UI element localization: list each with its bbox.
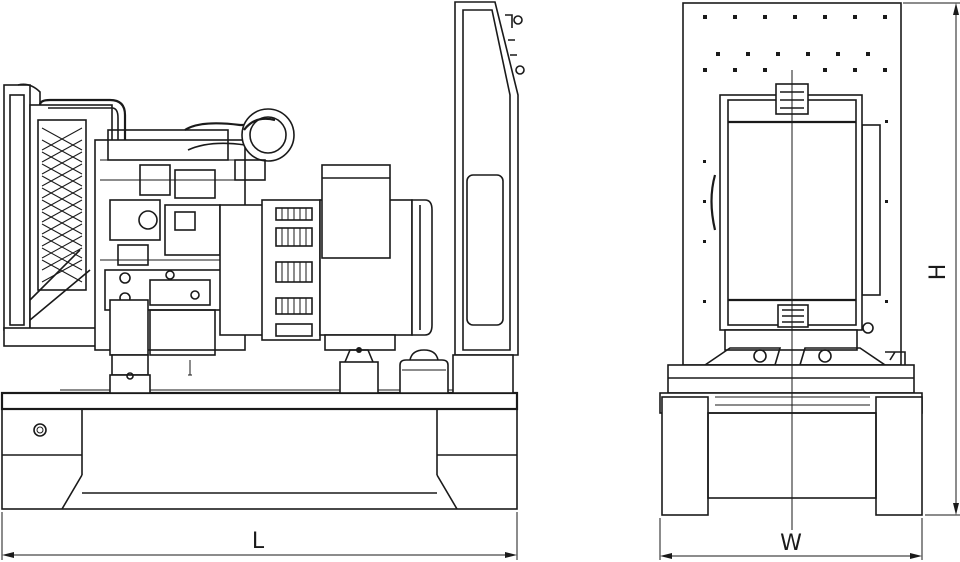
dimension-h-label: H <box>926 264 951 281</box>
dimension-h: H <box>903 2 960 516</box>
side-fuel-cap <box>399 349 449 394</box>
front-base-frame <box>659 364 923 516</box>
side-view: L <box>0 1 525 560</box>
dimension-l: L <box>1 512 518 560</box>
side-alternator <box>219 164 433 351</box>
side-control-panel <box>452 1 525 394</box>
side-coolant-pipe <box>38 98 127 150</box>
front-engine-mounts <box>702 329 906 366</box>
side-engine-mount <box>109 354 192 394</box>
front-radiator <box>710 83 874 334</box>
side-alternator-mount <box>339 347 379 394</box>
dimension-w: W <box>659 518 923 560</box>
dimension-l-label: L <box>252 529 265 554</box>
side-base-frame <box>0 391 519 510</box>
dimension-w-label: W <box>780 531 802 556</box>
side-air-intake <box>184 108 295 181</box>
front-view: W H <box>659 2 960 560</box>
